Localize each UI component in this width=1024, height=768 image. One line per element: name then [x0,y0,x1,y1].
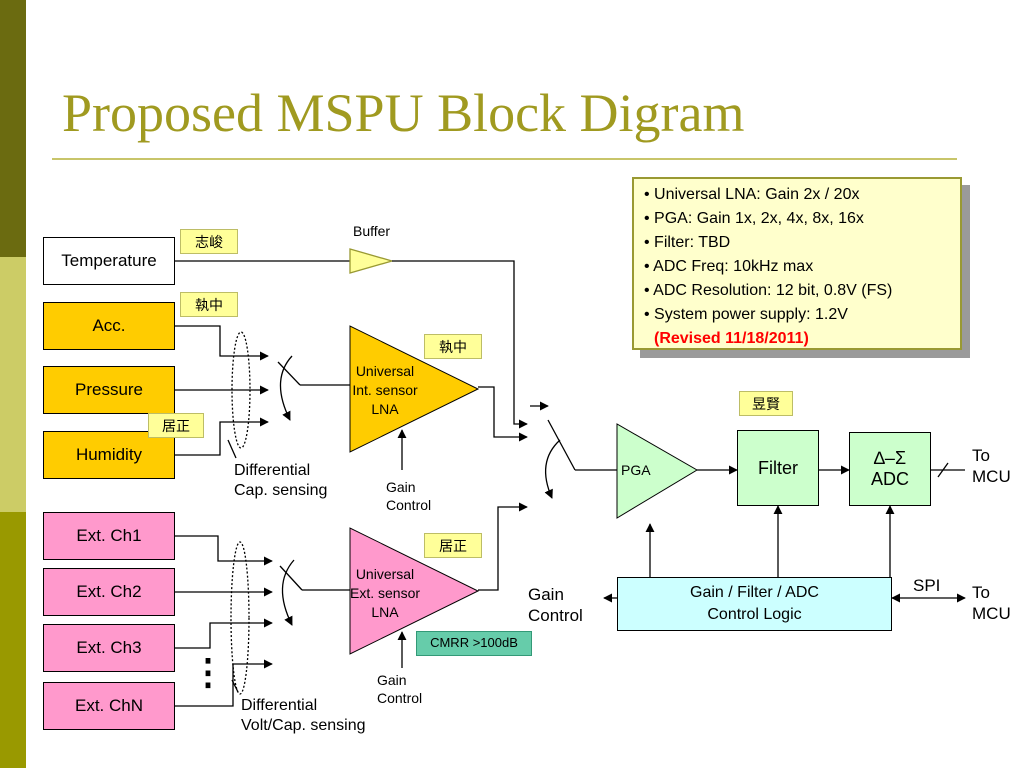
ext-lna-label: Universal Ext. sensor LNA [349,566,421,620]
side-bar-mid [0,512,26,768]
note-lna: • Universal LNA: Gain 2x / 20x [644,186,860,203]
tag-ext-lna: 居正 [424,533,482,558]
diff-cap-label: Differential Cap. sensing [234,462,328,499]
pga-switch-arc [544,439,561,499]
diff-cap-ellipse [231,331,251,449]
wire-ext-lna-out [478,502,528,591]
int-switch-blade [277,361,301,386]
ext-ch1-block: Ext. Ch1 [43,512,175,560]
ext-ch3-block: Ext. Ch3 [43,624,175,672]
note-power: • System power supply: 1.2V [644,306,848,323]
side-bar-light [0,257,26,512]
cmrr-badge: CMRR >100dB [416,631,532,656]
int-gain-control-label: Gain Control [386,479,432,513]
spec-notes-box: • Universal LNA: Gain 2x / 20x • PGA: Ga… [632,177,962,350]
diff-volt-ellipse [230,541,250,695]
ext-switch-blade [279,565,303,591]
ext-lna-triangle [349,527,480,655]
to-mcu-spi-label: To MCU [972,583,1011,624]
side-bar-dark [0,0,26,257]
ext-chn-block: Ext. ChN [43,682,175,730]
tag-filter: 昱賢 [739,391,793,416]
pga-label: PGA [621,462,651,478]
wire-ext3 [175,618,273,649]
channel-ellipsis: ⋮ [190,651,226,692]
control-logic-block: Gain / Filter / ADC Control Logic [617,577,892,631]
revision-note: (Revised 11/18/2011) [654,330,809,347]
int-switch-arc [279,355,293,421]
tag-humidity: 居正 [148,413,204,438]
pga-triangle [616,423,698,519]
filter-block: Filter [737,430,819,506]
wire-acc [175,325,269,361]
to-mcu-label: To MCU [972,446,1011,487]
wire-int-lna-out [478,386,528,442]
note-adc-res: • ADC Resolution: 12 bit, 0.8V (FS) [644,282,893,299]
wire-ext1 [175,535,273,566]
note-adc-freq: • ADC Freq: 10kHz max [644,258,814,275]
wire-buffer-out [392,260,528,429]
tag-int-lna: 執中 [424,334,482,359]
wire-humidity [175,417,269,456]
wire-extn [175,659,273,707]
buffer-triangle [349,248,395,274]
logic-gain-control-label: Gain Control [528,585,583,626]
ext-switch-arc [281,559,295,626]
humidity-block: Humidity [43,431,175,479]
tag-acc: 執中 [180,292,238,317]
note-filter: • Filter: TBD [644,234,731,251]
pressure-block: Pressure [43,366,175,414]
diff-volt-label: Differential Volt/Cap. sensing [241,697,366,734]
int-lna-label: Universal Int. sensor LNA [352,363,418,417]
note-pga: • PGA: Gain 1x, 2x, 4x, 8x, 16x [644,210,864,227]
adc-block: ∆–Σ ADC [849,432,931,506]
tag-temperature: 志峻 [180,229,238,254]
spi-label: SPI [913,576,941,595]
buffer-label: Buffer [353,223,391,239]
temperature-block: Temperature [43,237,175,285]
ext-gain-control-label: Gain Control [377,672,423,706]
title-rule [52,158,957,160]
page-title: Proposed MSPU Block Digram [62,83,745,143]
pga-switch-blade [547,419,576,471]
acc-block: Acc. [43,302,175,350]
ext-ch2-block: Ext. Ch2 [43,568,175,616]
int-lna-triangle [349,325,480,453]
